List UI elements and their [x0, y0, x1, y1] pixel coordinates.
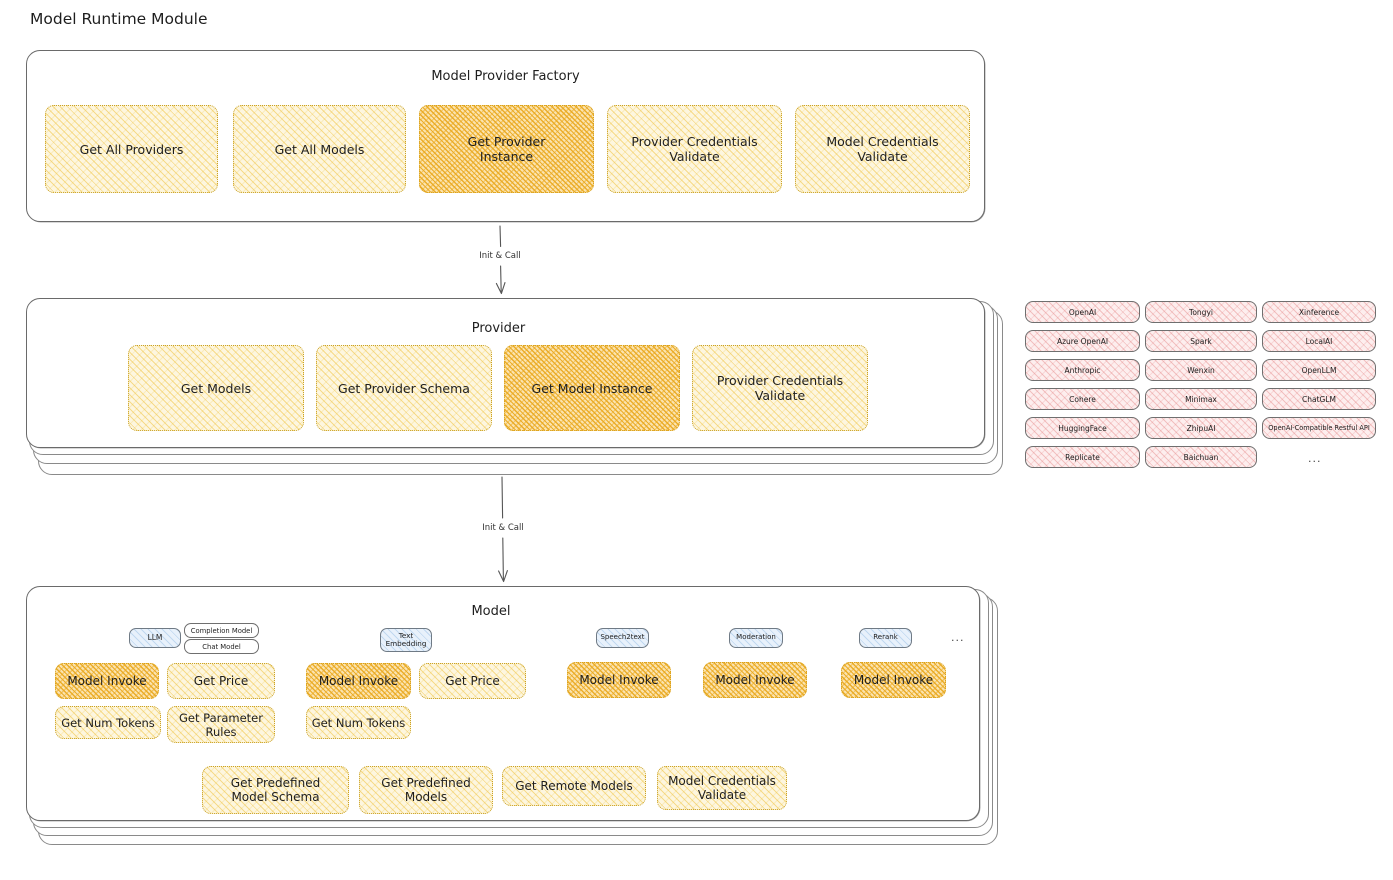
provider-chip-cohere[interactable]: Cohere [1025, 388, 1140, 410]
provider-chip-baichuan[interactable]: Baichuan [1145, 446, 1257, 468]
provider-chip-tongyi[interactable]: Tongyi [1145, 301, 1257, 323]
llm-node-model-invoke[interactable]: Model Invoke [55, 663, 159, 699]
model-type-tag-llm[interactable]: LLM [129, 628, 181, 648]
provider-list-ellipsis: ... [1308, 452, 1322, 465]
provider-chip-anthropic[interactable]: Anthropic [1025, 359, 1140, 381]
rerank-node-model-invoke[interactable]: Model Invoke [841, 662, 946, 698]
model-subtag-chat-model[interactable]: Chat Model [184, 639, 259, 654]
factory-node-model-credentials-validate[interactable]: Model Credentials Validate [795, 105, 970, 193]
model-subtag-completion-model[interactable]: Completion Model [184, 623, 259, 638]
provider-chip-azure-openai[interactable]: Azure OpenAI [1025, 330, 1140, 352]
moderation-node-model-invoke[interactable]: Model Invoke [703, 662, 807, 698]
llm-node-get-num-tokens[interactable]: Get Num Tokens [55, 706, 161, 739]
text-embedding-node-get-num-tokens[interactable]: Get Num Tokens [306, 706, 411, 739]
provider-chip-localai[interactable]: LocalAI [1262, 330, 1376, 352]
model-type-tag-text-embedding[interactable]: Text Embedding [380, 628, 432, 652]
provider-chip-minimax[interactable]: Minimax [1145, 388, 1257, 410]
provider-chip-huggingface[interactable]: HuggingFace [1025, 417, 1140, 439]
provider-chip-chatglm[interactable]: ChatGLM [1262, 388, 1376, 410]
model-common-node-get-predefined-model-schema[interactable]: Get Predefined Model Schema [202, 766, 349, 814]
arrow-label-init-call-2: Init & Call [482, 523, 524, 533]
model-common-node-get-remote-models[interactable]: Get Remote Models [502, 766, 646, 806]
provider-chip-openllm[interactable]: OpenLLM [1262, 359, 1376, 381]
factory-node-get-all-models[interactable]: Get All Models [233, 105, 406, 193]
model-common-node-get-predefined-models[interactable]: Get Predefined Models [359, 766, 493, 814]
model-type-tag-rerank[interactable]: Rerank [859, 628, 912, 648]
provider-node-get-provider-schema[interactable]: Get Provider Schema [316, 345, 492, 431]
text-embedding-node-model-invoke[interactable]: Model Invoke [306, 663, 411, 699]
provider-title: Provider [471, 321, 526, 336]
provider-chip-openai-compatible-restful-api[interactable]: OpenAI-Compatible Restful API [1262, 417, 1376, 439]
model-type-tag-moderation[interactable]: Moderation [729, 628, 783, 648]
page-title: Model Runtime Module [30, 10, 208, 28]
provider-chip-replicate[interactable]: Replicate [1025, 446, 1140, 468]
provider-chip-wenxin[interactable]: Wenxin [1145, 359, 1257, 381]
provider-chip-xinference[interactable]: Xinference [1262, 301, 1376, 323]
provider-chip-spark[interactable]: Spark [1145, 330, 1257, 352]
model-type-tag-speech2text[interactable]: Speech2text [596, 628, 649, 648]
factory-node-provider-credentials-validate[interactable]: Provider Credentials Validate [607, 105, 782, 193]
model-title: Model [471, 604, 511, 619]
provider-chip-zhipuai[interactable]: ZhipuAI [1145, 417, 1257, 439]
speech2text-node-model-invoke[interactable]: Model Invoke [567, 662, 671, 698]
provider-node-get-model-instance[interactable]: Get Model Instance [504, 345, 680, 431]
factory-node-get-provider-instance[interactable]: Get Provider Instance [419, 105, 594, 193]
text-embedding-node-get-price[interactable]: Get Price [419, 663, 526, 699]
provider-node-provider-credentials-validate[interactable]: Provider Credentials Validate [692, 345, 868, 431]
model-provider-factory-title: Model Provider Factory [431, 69, 580, 84]
provider-chip-openai[interactable]: OpenAI [1025, 301, 1140, 323]
llm-node-get-price[interactable]: Get Price [167, 663, 275, 699]
model-types-ellipsis: ... [951, 631, 965, 644]
factory-node-get-all-providers[interactable]: Get All Providers [45, 105, 218, 193]
model-common-node-model-credentials-validate[interactable]: Model Credentials Validate [657, 766, 787, 810]
arrow-label-init-call-1: Init & Call [479, 251, 521, 261]
llm-node-get-parameter-rules[interactable]: Get Parameter Rules [167, 706, 275, 743]
provider-node-get-models[interactable]: Get Models [128, 345, 304, 431]
